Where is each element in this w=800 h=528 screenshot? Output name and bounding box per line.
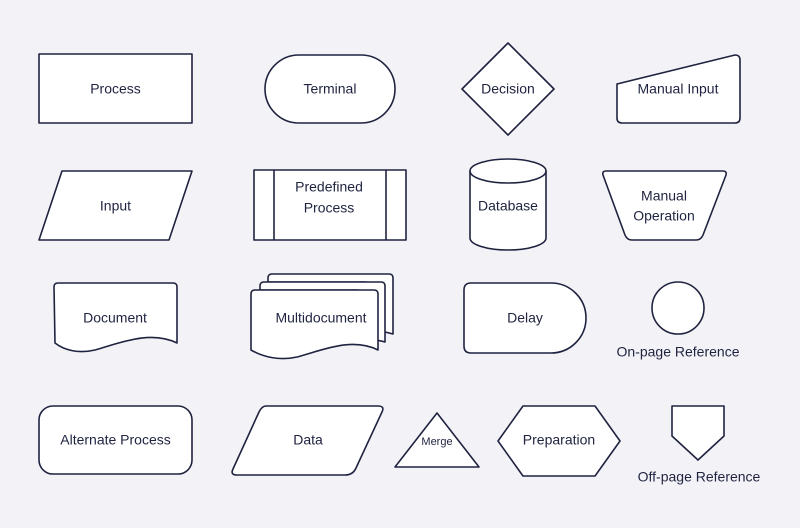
decision-shape: Decision [461,42,555,136]
terminal-label: Terminal [304,81,357,97]
manual-operation-shape: Manual Operation [602,170,727,241]
predefined-process-label-line2: Process [304,200,355,216]
document-label: Document [83,310,147,326]
manual-operation-label-line1: Manual [641,188,687,204]
data-shape: Data [231,405,384,476]
off-page-reference-shape: Off-page Reference [638,405,761,485]
multidocument-label: Multidocument [275,310,366,326]
database-label: Database [478,198,538,214]
input-label: Input [100,198,131,214]
input-shape: Input [38,170,193,241]
process-shape: Process [38,53,193,124]
on-page-reference-label: On-page Reference [617,344,740,360]
delay-shape: Delay [463,282,587,354]
off-page-reference-label: Off-page Reference [638,469,761,485]
preparation-label: Preparation [523,432,595,448]
merge-shape: Merge [394,412,480,468]
predefined-process-label-line1: Predefined [295,179,363,195]
predefined-process-shape: Predefined Process [253,169,407,241]
process-label: Process [90,81,141,97]
multidocument-shape: Multidocument [250,273,394,360]
data-label: Data [293,432,323,448]
on-page-reference-shape: On-page Reference [617,281,740,360]
decision-label: Decision [481,81,535,97]
manual-input-shape: Manual Input [616,54,741,124]
alternate-process-shape: Alternate Process [38,405,193,475]
manual-operation-label-line2: Operation [633,208,694,224]
preparation-shape: Preparation [497,405,621,477]
alternate-process-label: Alternate Process [60,432,171,448]
manual-input-label: Manual Input [638,81,719,97]
terminal-shape: Terminal [264,54,396,124]
document-shape: Document [53,282,178,353]
merge-label: Merge [421,436,452,448]
database-shape: Database [469,158,547,251]
delay-label: Delay [507,310,543,326]
